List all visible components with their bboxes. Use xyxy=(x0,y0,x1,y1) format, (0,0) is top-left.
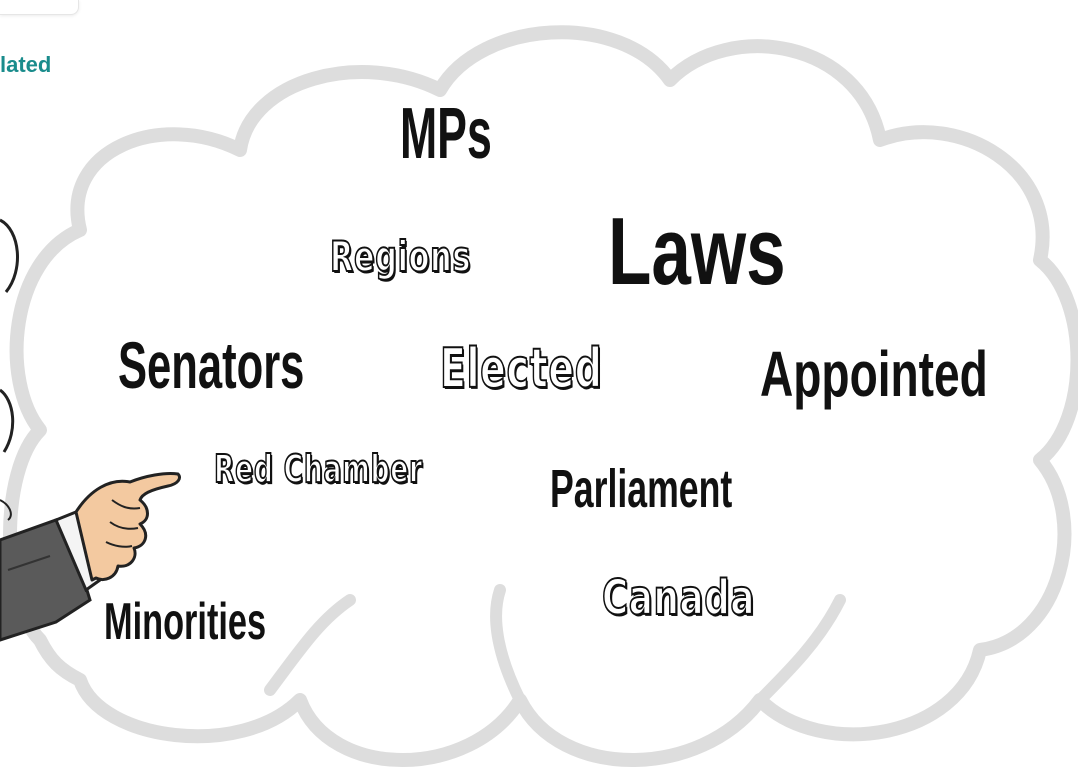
top-tab-fragment xyxy=(0,0,79,15)
word-appointed: Appointed xyxy=(760,338,988,410)
word-laws: Laws xyxy=(608,198,786,305)
word-minorities: Minorities xyxy=(104,593,267,651)
word-parliament: Parliament xyxy=(550,459,733,519)
word-canada: Canada xyxy=(601,570,756,626)
related-label: lated xyxy=(0,52,52,77)
word-regions: Regions xyxy=(329,232,472,281)
word-mps: MPs xyxy=(400,94,492,174)
word-elected: Elected xyxy=(439,337,603,400)
word-senators: Senators xyxy=(118,328,305,402)
word-red-chamber: Red Chamber xyxy=(213,447,423,491)
